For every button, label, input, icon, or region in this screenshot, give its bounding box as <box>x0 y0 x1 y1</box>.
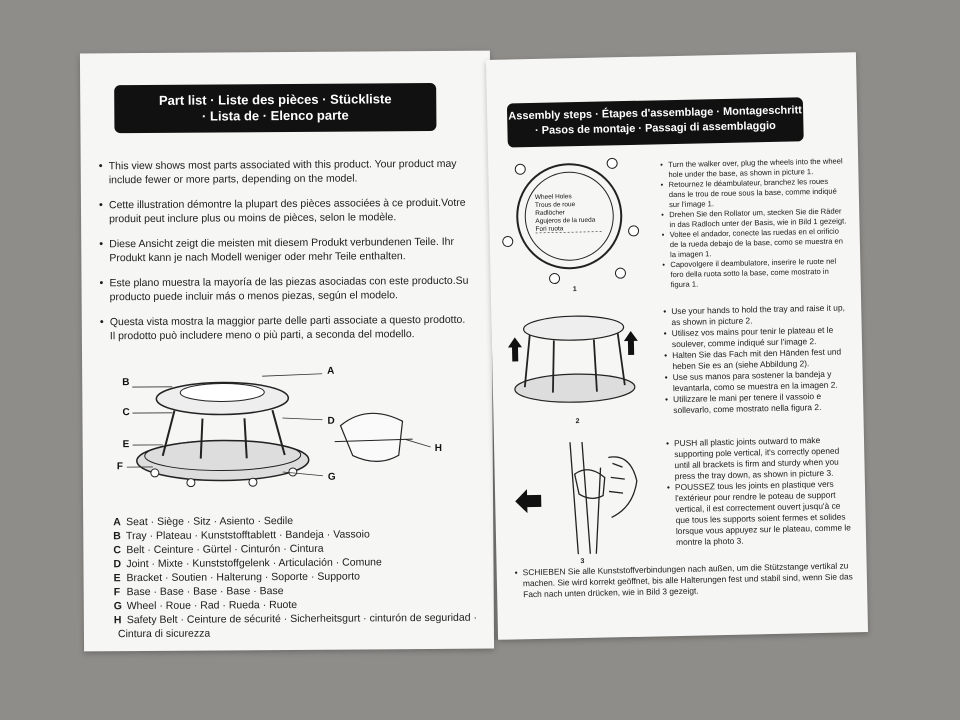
step3-illustration <box>515 441 638 555</box>
label-e: E <box>123 439 130 450</box>
safety-belt-drawing <box>339 412 404 462</box>
walker-wheels <box>150 467 298 488</box>
part-list-title-line1: Part list · Liste des pièces · Stücklist… <box>158 91 392 108</box>
part-text: Seat · Siège · Sitz · Asiento · Sedile <box>126 514 294 529</box>
bullet-german: Diese Ansicht zeigt die meisten mit dies… <box>99 235 471 266</box>
wheel-hole-label-en: Wheel Holes <box>535 193 573 201</box>
intro-bullets: This view shows most parts associated wi… <box>99 157 472 355</box>
bullet-french: Cette illustration démontre la plupart d… <box>99 196 471 227</box>
wheel-hole-label-es: Agujeros de la rueda <box>535 217 596 225</box>
step3-fr: POUSSEZ tous les joints en plastique ver… <box>667 478 854 548</box>
part-list-title-line2: · Lista de · Elenco parte <box>201 107 349 124</box>
parts-diagram: A B C D E F G H <box>117 366 442 488</box>
step1-number: 1 <box>572 286 577 294</box>
part-text: Base · Base · Base · Base · Base <box>126 585 284 599</box>
part-letter: D <box>113 558 122 571</box>
label-f: F <box>117 461 123 472</box>
bullet-spanish: Este plano muestra la mayoría de las pie… <box>99 274 471 305</box>
parts-list: A Seat · Siège · Sitz · Asiento · Sedile… <box>113 513 478 642</box>
part-text: Bracket · Soutien · Halterung · Soporte … <box>126 570 360 585</box>
step1-it: Capovolgere il deambulatore, inserire le… <box>662 256 849 290</box>
bullet-italian: Questa vista mostra la maggior parte del… <box>100 313 472 344</box>
wheel-hole-label-de: Radlöcher <box>535 209 566 217</box>
step2-instructions: Use your hands to hold the tray and rais… <box>663 302 851 416</box>
walker-legs <box>161 409 286 459</box>
step1-es: Voltee el andador, conecte las ruedas en… <box>662 226 849 260</box>
step1-instructions: Turn the walker over, plug the wheels in… <box>660 156 849 290</box>
part-letter: C <box>113 544 122 557</box>
step2-illustration <box>507 315 638 403</box>
up-arrow-right-icon <box>623 330 638 356</box>
left-page: Part list · Liste des pièces · Stücklist… <box>79 50 495 652</box>
push-left-arrow-icon <box>515 489 542 514</box>
step3-german-note: SCHIEBEN Sie alle Kunststoffverbindungen… <box>515 560 864 600</box>
step2-number: 2 <box>575 418 580 426</box>
walker-seat <box>179 382 265 402</box>
step3-en: PUSH all plastic joints outward to make … <box>666 434 853 482</box>
step1-illustration: Wheel Holes Trous de roue Radlöcher Aguj… <box>502 157 640 285</box>
part-row: H Safety Belt · Ceinture de sécurité · S… <box>113 611 478 628</box>
step2-it: Utilizzare le mani per tenere il vassoio… <box>665 390 851 416</box>
label-a: A <box>327 366 334 377</box>
part-letter: E <box>113 572 121 585</box>
label-c: C <box>122 407 129 418</box>
label-h: H <box>435 443 442 454</box>
part-letter: F <box>113 586 121 599</box>
part-text: Tray · Plateau · Kunststofftablett · Ban… <box>125 528 370 543</box>
label-d: D <box>327 416 334 427</box>
part-letter: A <box>113 516 121 529</box>
step3-number: 3 <box>580 557 585 566</box>
part-letter: H <box>113 614 122 627</box>
part-list-banner: Part list · Liste des pièces · Stücklist… <box>114 82 437 134</box>
part-text: Wheel · Roue · Rad · Rueda · Ruote <box>126 598 298 613</box>
assembly-steps-banner: Assembly steps · Étapes d'assemblage · M… <box>506 97 804 148</box>
part-letter: G <box>113 600 122 613</box>
bullet-english: This view shows most parts associated wi… <box>99 157 471 188</box>
part-text: Belt · Ceinture · Gürtel · Cinturón · Ci… <box>126 542 324 557</box>
wheel-hole-label-fr: Trous de roue <box>535 201 576 209</box>
label-g: G <box>328 472 336 483</box>
step1-fr: Retournez le déambulateur, branchez les … <box>661 176 848 210</box>
wheel-hole-label-it: Fori ruota <box>535 225 563 233</box>
up-arrow-left-icon <box>507 337 522 362</box>
part-row-continuation: Cintura di sicurezza <box>117 627 211 641</box>
right-page: Assembly steps · Étapes d'assemblage · M… <box>485 52 869 640</box>
part-letter: B <box>113 530 121 543</box>
label-b: B <box>122 377 129 388</box>
step3-instructions: PUSH all plastic joints outward to make … <box>666 434 854 548</box>
part-text: Safety Belt · Ceinture de sécurité · Sic… <box>126 611 478 627</box>
part-text: Joint · Mixte · Kunststoffgelenk · Artic… <box>126 556 382 571</box>
